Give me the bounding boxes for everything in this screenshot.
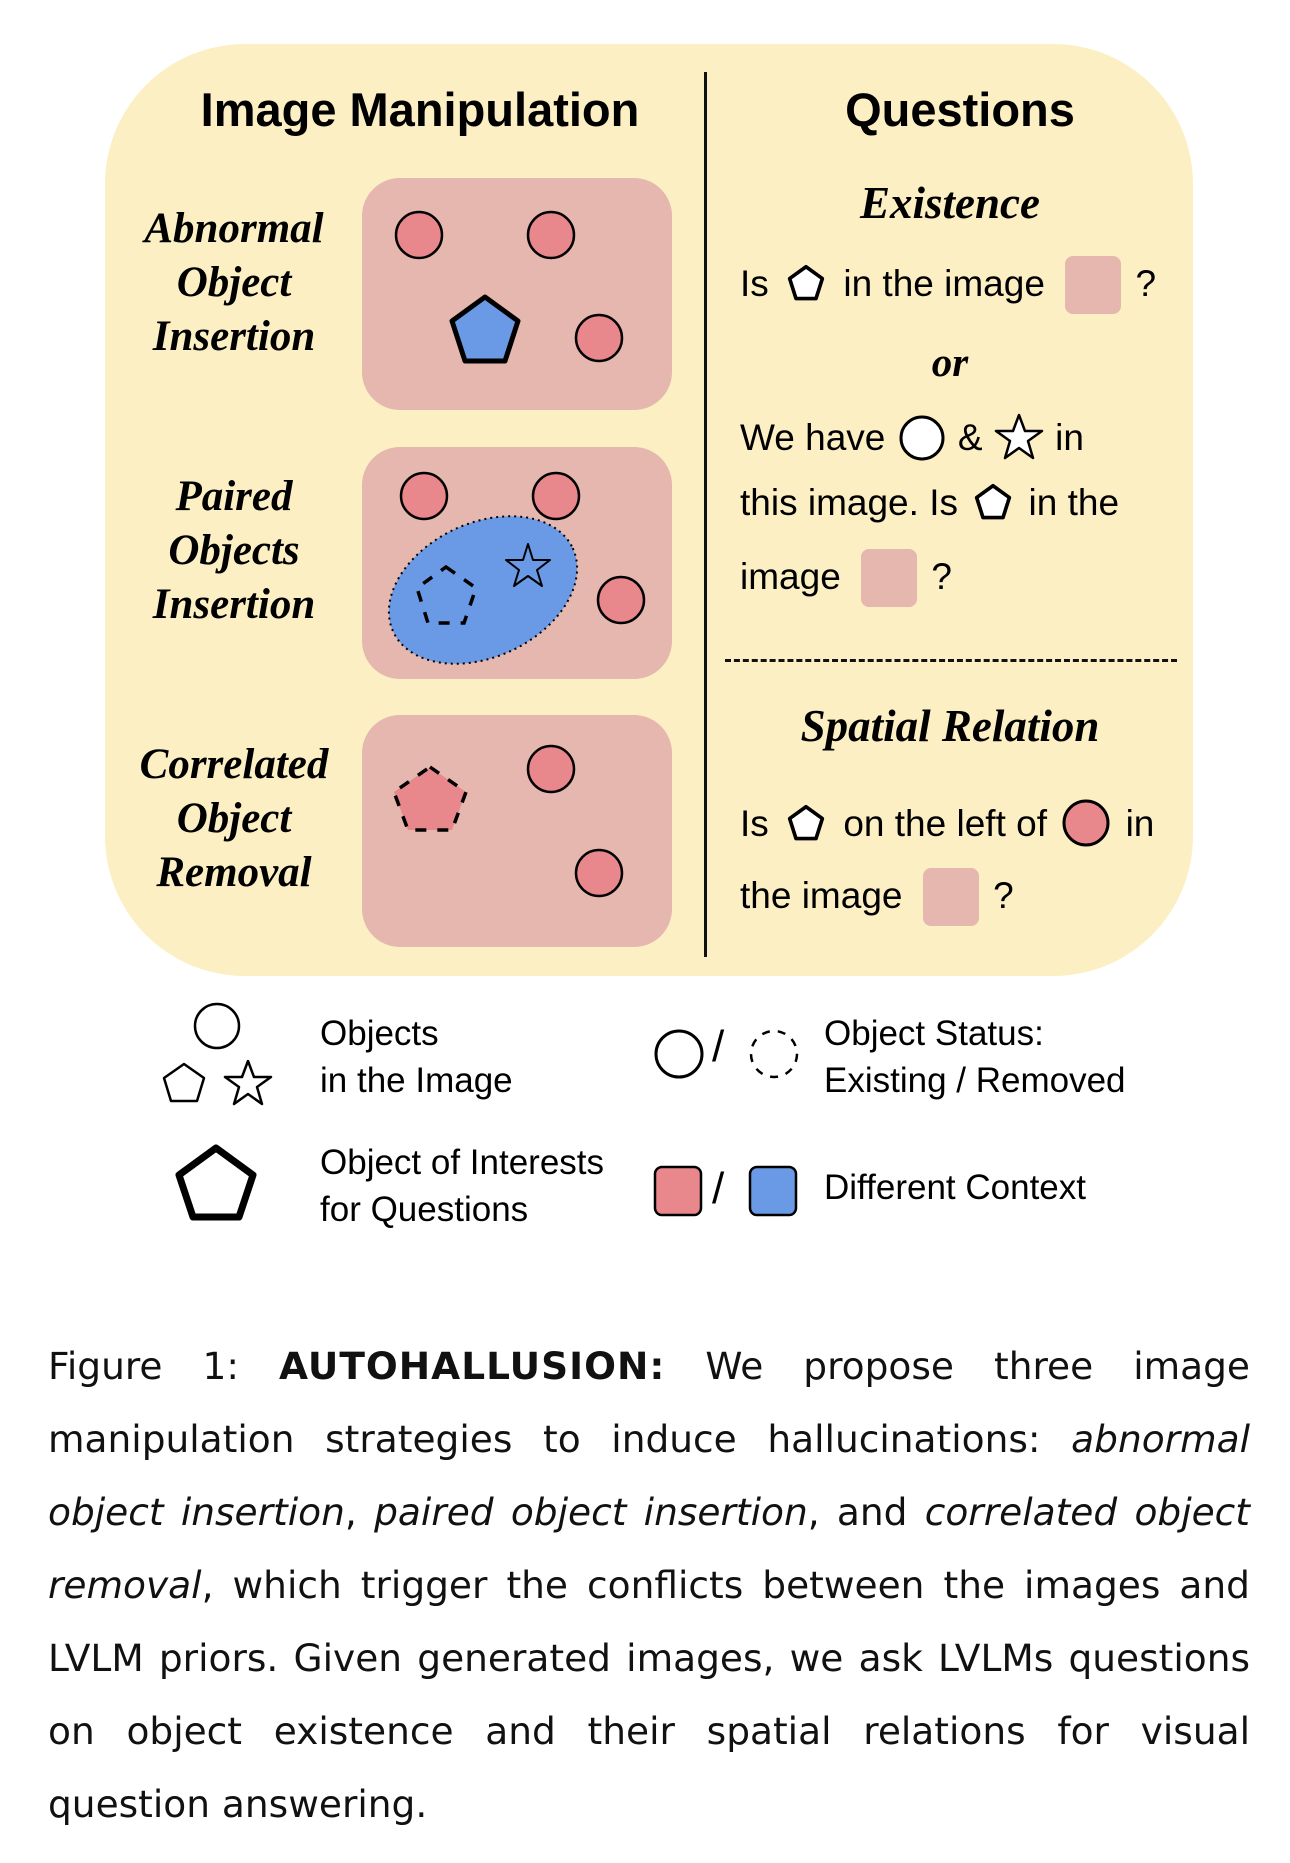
spatial-relation-title: Spatial Relation xyxy=(800,701,1100,751)
caption-label: Figure 1: xyxy=(48,1344,239,1388)
row-label-correlated: Correlated Object Removal xyxy=(139,741,329,896)
objects-legend-text: Objects in the Image xyxy=(320,1014,513,1100)
text: Is xyxy=(740,263,769,304)
dashed-red-pentagon-object xyxy=(391,764,469,832)
correlated-removal-image xyxy=(362,715,672,947)
red-circle-object xyxy=(574,848,624,898)
context-legend-text: Different Context xyxy=(824,1168,1086,1207)
existence-question-1: Is in the image ? xyxy=(740,256,1156,314)
or-label: or xyxy=(931,339,969,385)
existence-question-2-line2: this image. Is in the xyxy=(740,482,1120,523)
blue-context-swatch xyxy=(748,1165,798,1217)
red-circle-object xyxy=(399,471,449,521)
figure-caption: Figure 1: AUTOHALLUSION: We propose thre… xyxy=(48,1344,1251,1826)
circle-icon xyxy=(899,415,945,461)
red-circle-object xyxy=(574,313,624,363)
question-separator xyxy=(725,659,1177,662)
paired-insertion-image xyxy=(362,447,672,679)
context-swatch xyxy=(861,549,918,607)
red-context-swatch xyxy=(653,1165,703,1217)
context-slash: / xyxy=(712,1164,725,1213)
interest-legend-text: Object of Interests for Questions xyxy=(320,1143,605,1229)
existence-question-2-line3: image ? xyxy=(740,549,952,607)
spatial-question-line2: the image ? xyxy=(740,868,1014,926)
correlated-removal-objects xyxy=(391,744,624,898)
existence-title: Existence xyxy=(860,178,1040,228)
text: in the image xyxy=(843,263,1045,304)
caption-name: AUTOHALLUSION: xyxy=(279,1344,666,1388)
abnormal-insertion-objects xyxy=(394,210,624,364)
pentagon-icon xyxy=(175,1144,257,1221)
row-label-abnormal: Abnormal Object Insertion xyxy=(144,205,324,360)
circle-icon xyxy=(193,1002,241,1050)
status-legend-icons xyxy=(654,1029,799,1079)
context-swatch xyxy=(1065,256,1122,314)
blue-pentagon-object xyxy=(449,294,521,364)
spatial-question-line1: Is on the left of in xyxy=(740,798,1154,848)
text: ? xyxy=(1135,263,1157,304)
pentagon-icon xyxy=(783,264,829,304)
image-manipulation-header: Image Manipulation xyxy=(200,83,640,136)
object-of-interest-icon xyxy=(175,1144,257,1221)
pentagon-icon xyxy=(162,1062,206,1103)
dashed-pentagon-object xyxy=(414,564,479,625)
paired-insertion-objects xyxy=(387,471,646,665)
existing-circle-icon xyxy=(654,1029,704,1079)
removed-circle-icon xyxy=(749,1029,799,1079)
pentagon-icon xyxy=(970,483,1016,523)
existence-question-2-line1: We have & in xyxy=(740,412,1084,462)
red-circle-object xyxy=(531,471,581,521)
star-object xyxy=(505,543,551,587)
red-circle-icon xyxy=(1062,799,1110,847)
red-circle-object xyxy=(526,210,576,260)
red-circle-object xyxy=(394,210,444,260)
red-circle-object xyxy=(596,575,646,625)
questions-header: Questions xyxy=(845,83,1075,136)
status-legend-text: Object Status: Existing / Removed xyxy=(824,1014,1126,1100)
row-label-paired: Paired Objects Insertion xyxy=(152,473,316,628)
context-legend-icons xyxy=(653,1165,798,1217)
objects-legend-icons xyxy=(162,1002,273,1106)
pentagon-icon xyxy=(783,804,829,844)
star-icon xyxy=(994,413,1044,460)
panel-divider xyxy=(704,72,707,957)
status-slash: / xyxy=(712,1022,725,1071)
red-circle-object xyxy=(526,744,576,794)
context-swatch xyxy=(922,868,979,926)
star-icon xyxy=(223,1059,273,1106)
abnormal-insertion-image xyxy=(362,178,672,410)
